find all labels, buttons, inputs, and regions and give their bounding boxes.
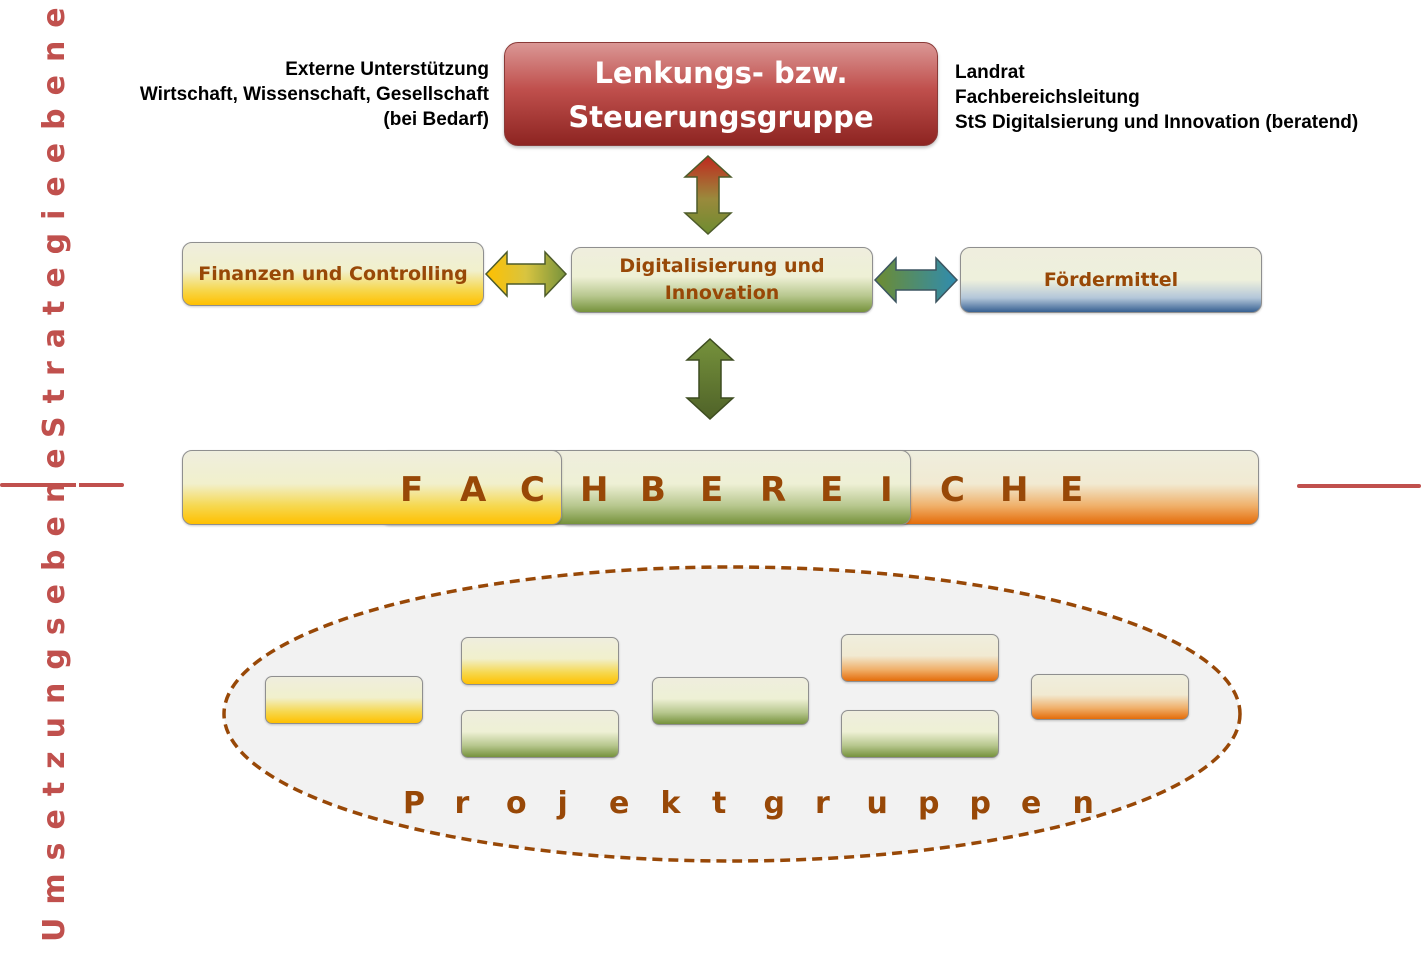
digitalization-innovation-box: Digitalisierung und Innovation: [571, 247, 873, 313]
steering-group-title-line: Lenkungs- bzw.: [594, 56, 848, 90]
departments-title-letter: R: [760, 470, 787, 510]
project-groups-title-letter: e: [1021, 786, 1042, 821]
departments-title-letter: A: [460, 470, 487, 510]
project-group-box: [461, 637, 619, 685]
members-line: Landrat: [955, 62, 1025, 83]
double-arrow-digital-funding: [873, 256, 959, 304]
project-group-box: [1031, 674, 1189, 720]
digitalization-label-line: Digitalisierung und: [619, 255, 825, 277]
project-groups-title-letter: t: [712, 786, 727, 821]
departments-title-letter: H: [580, 470, 609, 510]
project-groups-title-letter: r: [454, 786, 470, 821]
funding-label: Fördermittel: [1043, 268, 1179, 291]
project-groups-title-letter: k: [660, 786, 681, 821]
project-groups-title-letter: u: [866, 786, 888, 821]
departments-title-letter: E: [1060, 470, 1084, 510]
project-groups-title-letter: p: [969, 786, 991, 821]
digitalization-label-line: Innovation: [664, 282, 780, 304]
departments-title-letter: B: [640, 470, 666, 510]
project-groups-title-letter: o: [506, 786, 527, 821]
project-group-box: [265, 676, 423, 724]
external-support-line: (bei Bedarf): [383, 109, 489, 130]
level-separator-right: [1297, 484, 1421, 488]
double-arrow-vertical-top: [683, 154, 733, 236]
departments-title-letter: F: [400, 470, 424, 510]
double-arrow-finance-digital: [484, 250, 568, 298]
members-line: Fachbereichsleitung: [955, 87, 1140, 108]
project-group-box: [841, 634, 999, 682]
project-groups-title-letter: n: [1072, 786, 1094, 821]
external-support-line: Wirtschaft, Wissenschaft, Gesellschaft: [139, 84, 489, 105]
double-arrow-vertical-bottom: [685, 337, 735, 421]
external-support-line: Externe Unterstützung: [285, 59, 489, 80]
departments-bar-yellow: [182, 450, 562, 525]
departments-title-letter: E: [700, 470, 724, 510]
implementation-level-label: Umsetzungsebene: [37, 435, 72, 942]
project-group-box: [652, 677, 809, 725]
project-groups-title-letter: P: [403, 786, 425, 821]
project-groups-title-letter: g: [763, 786, 785, 821]
level-separator-left: [0, 483, 124, 487]
strategy-level-label: Strategieebene: [37, 0, 72, 438]
departments-title-letter: E: [820, 470, 844, 510]
departments-title-letter: C: [520, 470, 545, 510]
departments-title-letter: C: [940, 470, 965, 510]
steering-group-box: Lenkungs- bzw. Steuerungsgruppe: [504, 42, 938, 146]
members-note: Landrat Fachbereichsleitung StS Digitals…: [955, 60, 1358, 135]
departments-title-letter: I: [880, 470, 893, 510]
level-separator-vertical: [76, 445, 79, 525]
departments-title-letter: H: [1000, 470, 1029, 510]
project-groups-title-letter: e: [609, 786, 630, 821]
finance-controlling-label: Finanzen und Controlling: [198, 262, 468, 285]
project-groups-title-letter: j: [557, 786, 568, 821]
external-support-note: Externe Unterstützung Wirtschaft, Wissen…: [140, 57, 489, 132]
project-groups-title-letter: p: [918, 786, 940, 821]
project-group-box: [841, 710, 999, 758]
steering-group-title-line: Steuerungsgruppe: [568, 100, 874, 134]
finance-controlling-box: Finanzen und Controlling: [182, 242, 484, 306]
project-groups-title-letter: r: [815, 786, 830, 821]
members-line: StS Digitalsierung und Innovation (berat…: [955, 112, 1359, 133]
project-group-box: [461, 710, 619, 758]
funding-box: Fördermittel: [960, 247, 1262, 313]
